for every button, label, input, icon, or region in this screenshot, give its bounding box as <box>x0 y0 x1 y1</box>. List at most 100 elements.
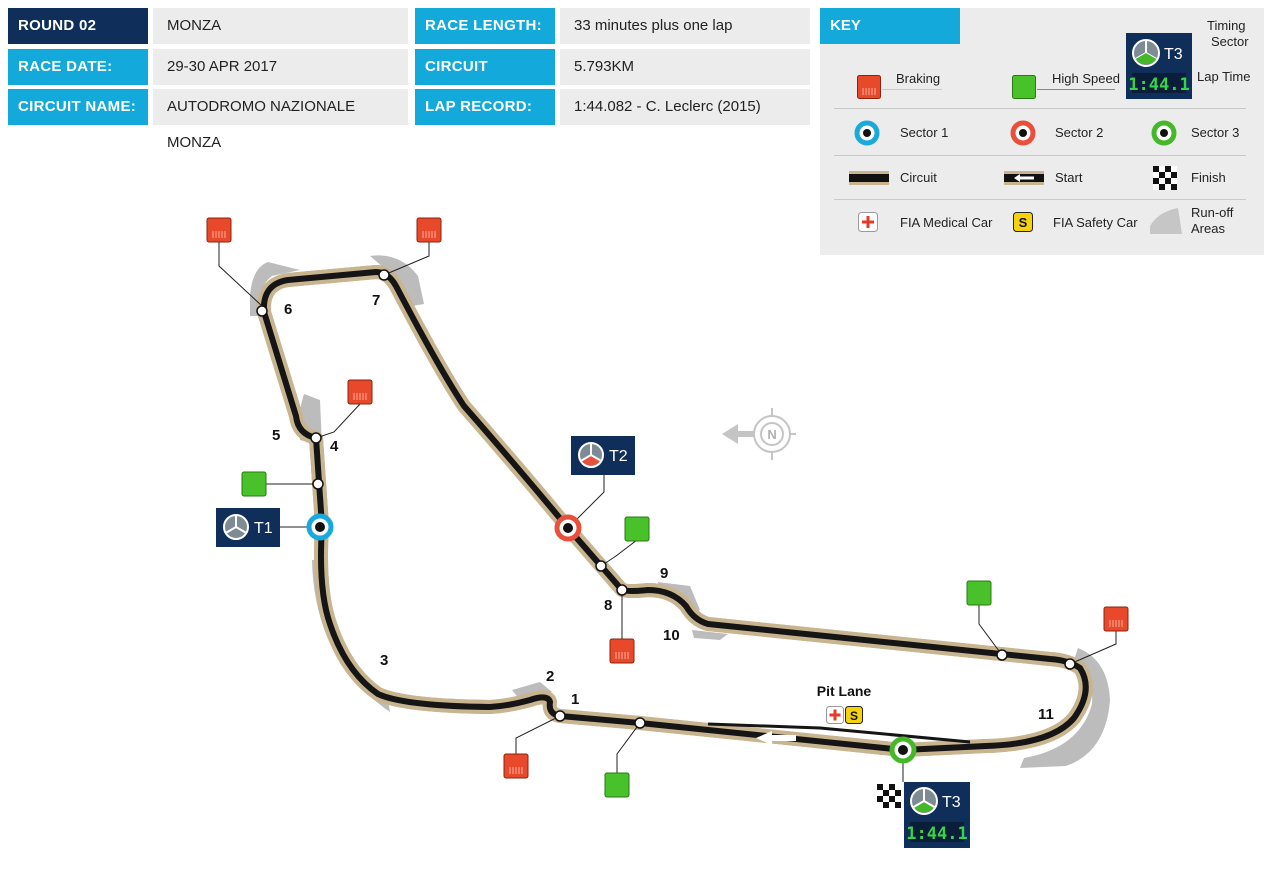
race-length-label: RACE LENGTH: <box>415 8 555 44</box>
key-medical-car-icon <box>858 212 878 232</box>
timing-sector-t2-badge: T2 <box>571 436 635 475</box>
race-length-value: 33 minutes plus one lap <box>560 8 810 44</box>
corner-dots <box>256 269 1076 729</box>
key-title: KEY <box>820 8 960 44</box>
key-runoff-icon <box>1150 208 1182 234</box>
circuit-name-label: CIRCUIT NAME: <box>8 89 148 125</box>
key-high-speed-label: High Speed <box>1052 71 1120 86</box>
key-timing-sector-line2: Sector <box>1211 34 1249 49</box>
key-braking-icon <box>857 75 881 99</box>
turn-1: 1 <box>571 691 579 708</box>
key-divider-3 <box>834 199 1246 200</box>
key-finish-label: Finish <box>1191 170 1226 185</box>
turn-7: 7 <box>372 292 380 309</box>
info-row-circuit-name: CIRCUIT NAME: AUTODROMO NAZIONALE MONZA <box>8 89 408 151</box>
key-sector1-label: Sector 1 <box>900 125 949 140</box>
timing-sector-t3-label: T3 <box>942 794 961 811</box>
start-arrow-icon <box>756 731 796 745</box>
runoff-turn-11 <box>1020 648 1110 768</box>
turn-9: 9 <box>660 565 668 582</box>
turn-4: 4 <box>330 438 339 455</box>
key-start-icon <box>1004 171 1044 185</box>
turn-6: 6 <box>284 301 292 318</box>
key-timing-sector-icon: T3 1:44.1 <box>1126 33 1192 99</box>
circuit-track <box>256 265 1093 757</box>
turn-numbers: 1 2 3 4 5 6 7 8 9 10 11 <box>272 292 1054 723</box>
key-safety-car-icon: S <box>1013 212 1033 232</box>
key-finish-icon <box>1153 166 1177 190</box>
key-high-speed-underline <box>1037 89 1115 90</box>
timing-sector-t2-label: T2 <box>609 448 628 465</box>
circuit-track-surface <box>260 269 1089 753</box>
timing-sector-t1-label: T1 <box>254 520 273 537</box>
sector1-ring <box>306 513 334 541</box>
lap-time-display: 1:44.1 <box>906 824 967 844</box>
turn-11: 11 <box>1038 706 1054 723</box>
key-sector3-icon <box>1151 120 1177 146</box>
key-start-label: Start <box>1055 170 1083 185</box>
finish-flag-icon <box>877 784 901 808</box>
key-braking-underline <box>882 89 942 90</box>
compass-north-label: N <box>767 427 776 442</box>
key-sector1-icon <box>854 120 880 146</box>
safety-car-letter: S <box>850 709 858 723</box>
compass-icon: N <box>722 408 796 460</box>
sector3-ring <box>889 736 917 764</box>
key-circuit-label: Circuit <box>900 170 937 185</box>
key-runoff-line1: Run-off <box>1191 205 1234 220</box>
lap-record-label: LAP RECORD: <box>415 89 555 125</box>
key-sector2-label: Sector 2 <box>1055 125 1104 140</box>
key-divider-1 <box>834 108 1246 109</box>
braking-marker-turn-6 <box>206 217 232 243</box>
braking-marker-turn-11 <box>1103 606 1129 632</box>
high-speed-marker-main-straight <box>604 772 630 798</box>
braking-marker-turn-8 <box>609 638 635 664</box>
info-row-race-date: RACE DATE: 29-30 APR 2017 <box>8 49 408 85</box>
key-panel: KEY Timing Sector Lap Time T3 1:44.1 Bra… <box>820 8 1264 255</box>
timing-sector-t3-badge: T3 1:44.1 <box>904 782 970 848</box>
key-sample-sector-text: T3 <box>1164 46 1183 63</box>
pit-lane <box>707 722 971 744</box>
circuit-length-value: 5.793KM <box>560 49 810 85</box>
turn-5: 5 <box>272 427 280 444</box>
race-date-value: 29-30 APR 2017 <box>153 49 408 85</box>
key-lap-time-label: Lap Time <box>1197 69 1251 84</box>
key-runoff-line2: Areas <box>1191 221 1225 236</box>
lap-record-value: 1:44.082 - C. Leclerc (2015) <box>560 89 810 125</box>
key-divider-2 <box>834 155 1246 156</box>
key-high-speed-icon <box>1012 75 1036 99</box>
high-speed-marker-sector2 <box>624 516 650 542</box>
timing-sector-t1-badge: T1 <box>216 508 280 547</box>
round-label: ROUND 02 <box>8 8 148 44</box>
medical-car-icon <box>826 706 844 724</box>
key-braking-label: Braking <box>896 71 941 86</box>
high-speed-marker-back-straight <box>966 580 992 606</box>
info-row-lap-record: LAP RECORD: 1:44.082 - C. Leclerc (2015) <box>415 89 810 125</box>
circuit-name-value: AUTODROMO NAZIONALE MONZA <box>153 89 408 151</box>
safety-car-icon: S <box>845 706 863 724</box>
marker-leaders <box>218 240 1117 782</box>
round-value: MONZA <box>153 8 408 44</box>
runoff-turn-6 <box>250 262 300 316</box>
braking-marker-turn-7 <box>416 217 442 243</box>
race-date-label: RACE DATE: <box>8 49 148 85</box>
turn-8: 8 <box>604 597 612 614</box>
info-row-race-length: RACE LENGTH: 33 minutes plus one lap <box>415 8 810 44</box>
svg-text:S: S <box>1019 215 1028 230</box>
key-sector3-label: Sector 3 <box>1191 125 1240 140</box>
high-speed-marker-sector1 <box>241 471 267 497</box>
runoff-turn-7 <box>370 255 424 306</box>
key-circuit-icon <box>849 171 889 185</box>
runoff-turn-10 <box>692 630 728 640</box>
braking-marker-turn-1 <box>503 753 529 779</box>
turn-10: 10 <box>663 627 680 644</box>
sector2-ring <box>554 514 582 542</box>
turn-3: 3 <box>380 652 388 669</box>
key-timing-sector-line1: Timing <box>1207 18 1246 33</box>
key-medical-car-label: FIA Medical Car <box>900 215 993 230</box>
turn-2: 2 <box>546 668 554 685</box>
circuit-track-edge <box>264 272 1086 750</box>
key-safety-car-label: FIA Safety Car <box>1053 215 1138 230</box>
pit-lane-label: Pit Lane <box>817 683 872 699</box>
